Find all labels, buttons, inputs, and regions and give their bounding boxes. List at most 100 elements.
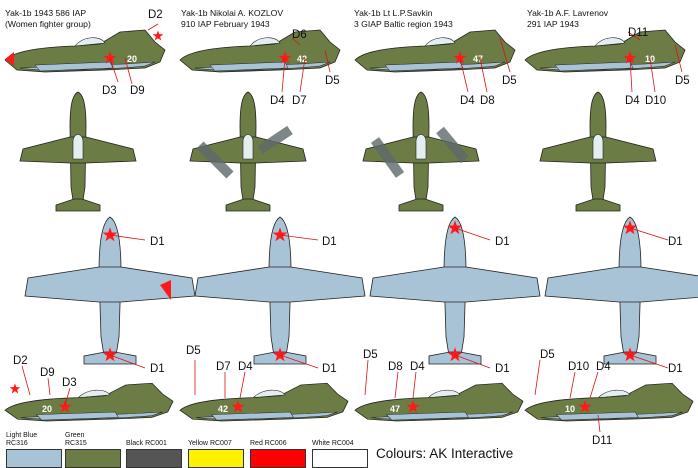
callout-label: D5	[186, 345, 201, 357]
callout-label: D9	[40, 367, 55, 379]
profile-title-1: Yak-1b 1943 586 IAP (Women fighter group…	[5, 8, 91, 30]
profile-title-line1: Yak-1b Nikolai A. KOZLOV	[181, 8, 284, 18]
side-view-top	[4, 29, 166, 73]
swatch-code: RC315	[65, 440, 87, 447]
callout-label: D5	[325, 75, 340, 87]
callout-label: D10	[645, 95, 666, 107]
tactical-number: 42	[218, 404, 228, 414]
swatch-light-blue: Light Blue RC316	[6, 432, 62, 468]
swatch-white: White RC004	[312, 440, 368, 468]
swatch-green: Green RC315	[65, 432, 121, 468]
aircraft-column-2: 42 42	[179, 29, 366, 422]
callout-label: D2	[148, 9, 163, 21]
callout-label: D4	[460, 95, 475, 107]
profile-title-line2: (Women fighter group)	[5, 19, 91, 29]
callout-label: D1	[495, 236, 510, 248]
callout-label: D7	[292, 95, 307, 107]
callout-label: D9	[130, 85, 145, 97]
profile-title-line1: Yak-1b A.F. Lavrenov	[527, 8, 609, 18]
tactical-number: 47	[390, 404, 400, 414]
callout-label: D4	[625, 95, 640, 107]
tactical-number: 10	[565, 404, 575, 414]
swatch-color	[6, 449, 62, 468]
swatch-yellow: Yellow RC007	[188, 440, 244, 468]
swatch-code: RC001	[145, 440, 167, 447]
side-view-top	[524, 29, 686, 73]
callout-label: D4	[270, 95, 285, 107]
profile-title-line1: Yak-1b 1943 586 IAP	[5, 8, 87, 18]
tactical-number: 47	[473, 54, 483, 64]
swatch-color	[188, 449, 244, 468]
callout-label: D6	[292, 29, 307, 41]
swatch-name: Black	[126, 440, 144, 447]
callout-label: D4	[410, 361, 425, 373]
red-star-marking	[9, 383, 21, 394]
callout-label: D1	[668, 236, 683, 248]
side-view-bottom	[4, 382, 174, 422]
profile-title-line2: 291 IAP 1943	[527, 19, 579, 29]
profile-title-3: Yak-1b Lt L.P.Savkin 3 GIAP Baltic regio…	[354, 8, 453, 30]
swatch-red: Red RC006	[250, 440, 306, 468]
callout-label: D1	[322, 236, 337, 248]
swatch-name: Yellow	[188, 440, 208, 447]
side-view-top	[354, 29, 516, 73]
plan-view-top	[539, 91, 657, 212]
side-view-bottom	[524, 382, 694, 422]
swatch-code: RC007	[209, 440, 232, 447]
side-view-bottom	[179, 382, 349, 422]
swatch-name: Green	[65, 432, 85, 439]
callout-label: D8	[480, 95, 495, 107]
colour-credits: Colours: AK Interactive	[376, 446, 514, 461]
callout-label: D7	[216, 361, 231, 373]
callout-label: D4	[596, 361, 611, 373]
callout-label: D2	[13, 355, 28, 367]
callout-label: D3	[102, 85, 117, 97]
callout-label: D5	[540, 349, 555, 361]
callout-label: D10	[568, 361, 589, 373]
swatch-name: White	[312, 440, 330, 447]
callout-label: D8	[388, 361, 403, 373]
side-view-bottom	[354, 382, 524, 422]
swatch-black: Black RC001	[126, 440, 182, 468]
swatch-color	[126, 449, 182, 468]
aircraft-column-1: 20 20	[4, 29, 196, 422]
swatch-name: Light Blue	[6, 432, 38, 439]
callout-label: D1	[668, 363, 683, 375]
swatch-color	[65, 449, 121, 468]
tactical-number: 42	[297, 54, 307, 64]
profile-title-line2: 910 IAP February 1943	[181, 19, 270, 29]
profile-title-2: Yak-1b Nikolai A. KOZLOV 910 IAP Februar…	[181, 8, 283, 30]
profile-title-4: Yak-1b A.F. Lavrenov 291 IAP 1943	[527, 8, 608, 30]
callout-label: D1	[322, 363, 337, 375]
plan-view-bottom	[369, 216, 541, 365]
swatch-code: RC006	[264, 440, 287, 447]
side-view-top	[179, 29, 341, 73]
red-spinner	[5, 52, 14, 66]
red-star-marking	[152, 30, 164, 41]
profile-title-line2: 3 GIAP Baltic region 1943	[354, 19, 453, 29]
callout-label: D5	[502, 75, 517, 87]
swatch-color	[312, 449, 368, 468]
tactical-number: 20	[127, 54, 137, 64]
plan-view-top	[19, 91, 137, 212]
callout-label: D5	[675, 75, 690, 87]
callout-label: D11	[592, 435, 612, 447]
callout-label: D3	[62, 377, 77, 389]
callout-label: D11	[628, 27, 648, 39]
callout-labels: D2 D3 D9 D1 D1 D2 D9 D3 D6 D5 D4 D7 D1 D…	[13, 9, 690, 447]
swatch-color	[250, 449, 306, 468]
callout-lines	[21, 23, 683, 433]
red-spinner	[160, 280, 171, 300]
aircraft-column-3: 47 47	[354, 29, 541, 422]
callout-label: D1	[150, 236, 165, 248]
profile-title-line1: Yak-1b Lt L.P.Savkin	[354, 8, 433, 18]
callout-label: D1	[495, 363, 510, 375]
callout-label: D4	[238, 361, 253, 373]
callout-label: D5	[363, 349, 378, 361]
swatch-name: Red	[250, 440, 263, 447]
swatch-code: RC316	[6, 440, 28, 447]
tactical-number: 20	[42, 404, 52, 414]
callout-label: D1	[150, 363, 165, 375]
plan-view-bottom	[194, 216, 366, 365]
